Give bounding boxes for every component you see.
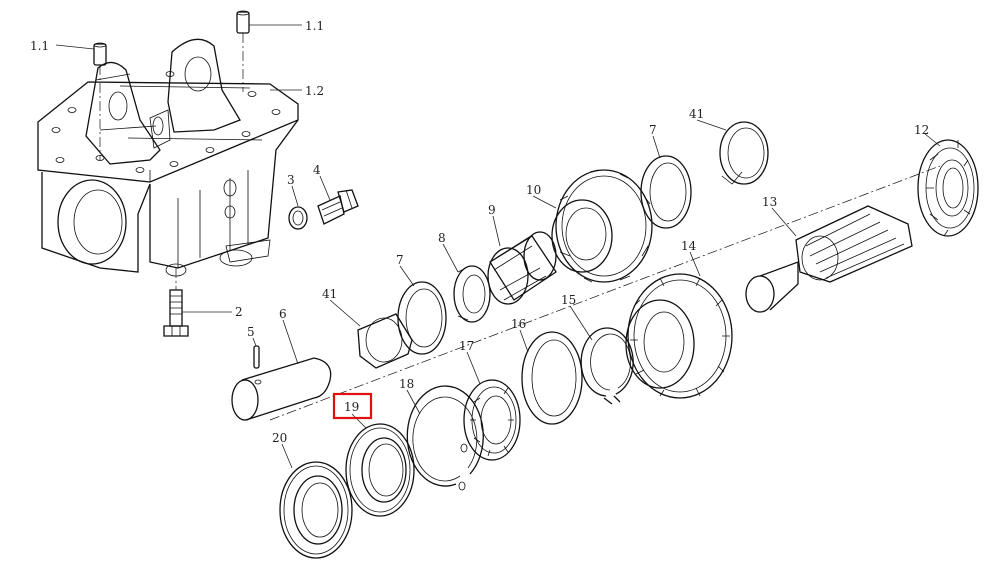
spacer-7-back[interactable]: [640, 155, 692, 229]
label-3: 3: [287, 173, 295, 187]
label-1-1-right: 1.1: [305, 19, 324, 33]
label-4: 4: [313, 163, 321, 177]
label-1-2: 1.2: [305, 84, 324, 98]
part-labels: 1.1 1.1 1.2 2 3 4 5 6 41 7 8 9 10 7 41 1…: [30, 19, 929, 445]
label-1-1-left: 1.1: [30, 39, 49, 53]
plug-4[interactable]: [317, 189, 359, 225]
circlip-15[interactable]: [580, 327, 634, 405]
gearbox-housing[interactable]: [37, 38, 299, 277]
bolt-2[interactable]: [163, 268, 189, 337]
cover-20[interactable]: [279, 461, 353, 559]
label-10: 10: [526, 183, 541, 197]
circlip-18[interactable]: [406, 385, 484, 491]
label-14: 14: [681, 239, 697, 253]
label-19: 19: [344, 400, 359, 414]
dowel-pin-1-1-left[interactable]: [93, 42, 107, 160]
gear-10[interactable]: [551, 169, 653, 283]
label-18: 18: [399, 377, 414, 391]
seal-19[interactable]: [345, 423, 415, 517]
label-8: 8: [438, 231, 446, 245]
dowel-pin-1-1-right[interactable]: [236, 10, 250, 92]
spline-hub-9[interactable]: [487, 231, 557, 305]
label-12: 12: [914, 123, 929, 137]
label-2: 2: [235, 305, 243, 319]
leader-lines: [55, 24, 941, 469]
gear-14[interactable]: [625, 273, 733, 399]
spacer-7-front[interactable]: [397, 281, 447, 355]
thrust-washer-41-back[interactable]: [719, 121, 769, 185]
center-axis: [269, 165, 941, 421]
highlight-box-19: [332, 392, 373, 420]
label-15: 15: [561, 293, 576, 307]
label-6: 6: [279, 307, 287, 321]
label-5: 5: [247, 325, 255, 339]
label-13: 13: [762, 195, 777, 209]
label-41-front: 41: [322, 287, 337, 301]
label-9: 9: [488, 203, 496, 217]
spacer-16[interactable]: [521, 331, 583, 425]
bushing-8[interactable]: [453, 265, 491, 323]
splined-shaft-13[interactable]: [745, 205, 913, 313]
label-16: 16: [511, 317, 526, 331]
label-7-back: 7: [649, 123, 657, 137]
washer-3[interactable]: [288, 206, 308, 230]
label-41-back: 41: [689, 107, 704, 121]
label-17: 17: [459, 339, 474, 353]
label-7-front: 7: [396, 253, 404, 267]
thrust-washer-41-front[interactable]: [357, 313, 413, 369]
shaft-6[interactable]: [231, 357, 332, 421]
label-20: 20: [272, 431, 287, 445]
bearing-12[interactable]: [917, 139, 979, 237]
roll-pin-5[interactable]: [253, 345, 260, 369]
bearing-17[interactable]: [463, 379, 521, 461]
